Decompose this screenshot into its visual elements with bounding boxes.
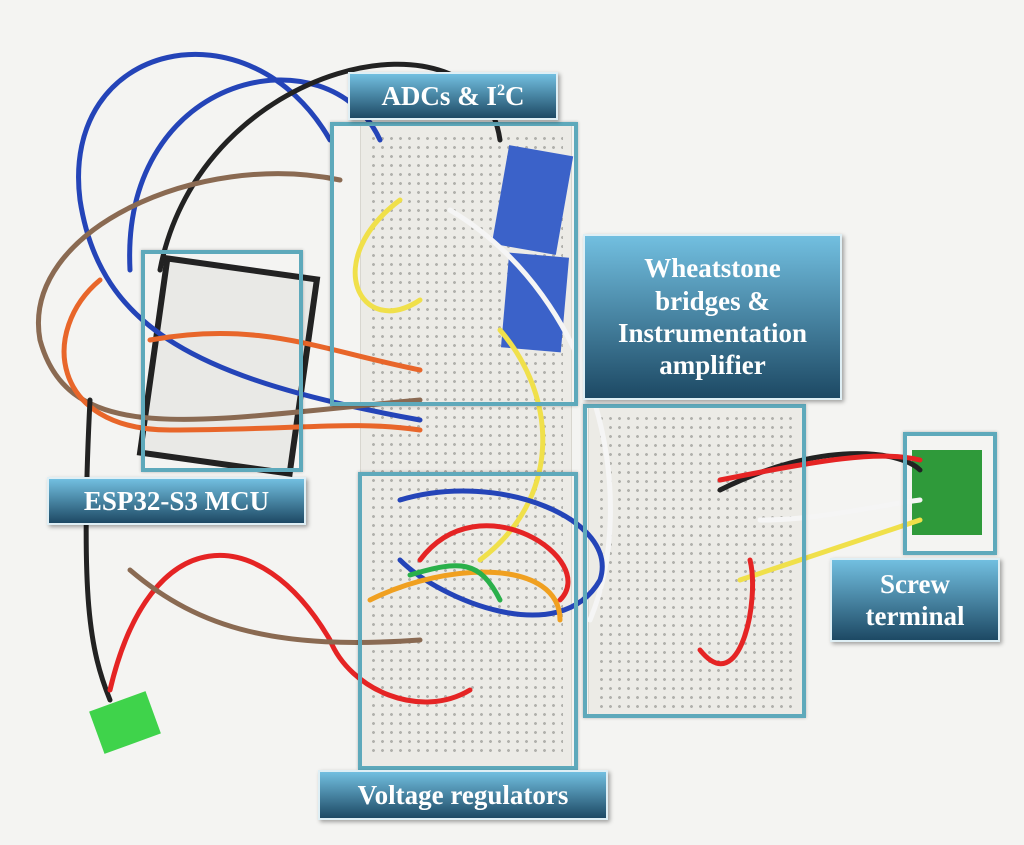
adcs-label-suffix: C	[505, 80, 525, 111]
regulators-region-outline	[358, 472, 578, 770]
wheatstone-label: Wheatstone bridges & Instrumentation amp…	[583, 234, 842, 400]
wheatstone-label-line3: Instrumentation	[617, 318, 807, 348]
wheatstone-region-outline	[583, 404, 806, 718]
adcs-region-outline	[330, 122, 578, 406]
regulators-label: Voltage regulators	[318, 770, 608, 820]
wheatstone-label-line2: bridges &	[655, 285, 770, 316]
esp32-label: ESP32-S3 MCU	[47, 477, 306, 525]
adcs-label: ADCs & I2C	[348, 72, 558, 120]
wheatstone-label-line4: amplifier	[659, 350, 766, 381]
regulators-label-text: Voltage regulators	[357, 779, 569, 810]
adcs-label-sup: 2	[496, 80, 506, 99]
screw-terminal-region-outline	[903, 432, 997, 555]
screw-terminal-block	[912, 450, 982, 535]
esp32-label-text: ESP32-S3 MCU	[83, 485, 270, 516]
screw-label-line1: Screw	[880, 568, 950, 599]
esp32-region-outline	[141, 250, 303, 472]
adcs-label-text: ADCs & I	[381, 80, 497, 111]
wheatstone-label-line1: Wheatstone	[644, 253, 781, 284]
screw-terminal-label: Screw terminal	[830, 558, 1000, 642]
screw-label-line2: terminal	[865, 601, 965, 631]
breadboard-right	[588, 405, 805, 717]
